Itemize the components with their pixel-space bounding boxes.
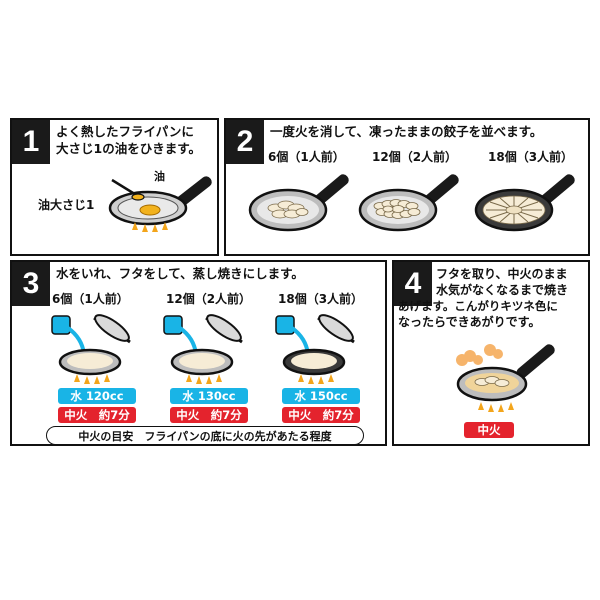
spoon-label: 油大さじ1 (38, 198, 95, 212)
step1-instruction-line2: 大さじ1の油をひきます。 (56, 141, 201, 156)
step2-number: 2 (226, 120, 264, 164)
step2-portion-12: 12個（2人前） (372, 150, 458, 164)
water-amount-badge-6: 水 120cc (58, 388, 136, 404)
steam-puffs (456, 344, 503, 366)
heat-time-badge-18: 中火 約7分 (282, 407, 360, 423)
water-cup-icon (275, 315, 295, 335)
step3-instruction: 水をいれ、フタをして、蒸し焼きにします。 (56, 266, 304, 281)
frying-pan-oil-illustration (108, 176, 212, 232)
finished-gyoza-pan (456, 344, 555, 412)
step2-panel: 2 一度火を消して、凍ったままの餃子を並べます。 6個（1人前） 12個（2人前… (224, 118, 590, 256)
water-amount-badge-18: 水 150cc (282, 388, 360, 404)
step4-instruction-line3: あげます。こんがりキツネ色に (398, 299, 558, 313)
step1-number: 1 (12, 120, 50, 164)
step3-number: 3 (12, 262, 50, 306)
step4-instruction-line4: なったらできあがりです。 (398, 315, 541, 329)
step1-instruction-line1: よく熱したフライパンに (56, 124, 194, 139)
step2-portion-6: 6個（1人前） (268, 150, 345, 164)
steam-pan-6 (51, 314, 131, 384)
lid-icon (205, 314, 243, 344)
heat-time-badge-12: 中火 約7分 (170, 407, 248, 423)
step4-heat-badge: 中火 (464, 422, 514, 438)
water-cup-icon (163, 315, 183, 335)
step3-portion-12: 12個（2人前） (166, 292, 252, 306)
oil-puddle (139, 204, 161, 216)
step4-instruction-line1: フタを取り、中火のまま (436, 267, 568, 281)
oil-label: 油 (154, 170, 165, 183)
steam-pan-12 (163, 314, 243, 384)
lid-icon (93, 314, 131, 344)
heat-time-badge-6: 中火 約7分 (58, 407, 136, 423)
flame-icons (132, 222, 168, 232)
step4-instruction-line2: 水気がなくなるまで焼き (436, 283, 569, 297)
pan-with-6-gyoza (248, 174, 349, 232)
pan-with-12-gyoza (358, 174, 459, 232)
water-cup-icon (51, 315, 71, 335)
water-amount-badge-12: 水 130cc (170, 388, 248, 404)
step3-portion-6: 6個（1人前） (52, 292, 129, 306)
step1-panel: 1 よく熱したフライパンに 大さじ1の油をひきます。 油 油大さじ1 (10, 118, 219, 256)
step4-panel: 4 フタを取り、中火のまま 水気がなくなるまで焼き あげます。こんがりキツネ色に… (392, 260, 590, 446)
step4-number: 4 (394, 262, 432, 306)
step3-portion-18: 18個（3人前） (278, 292, 364, 306)
step3-panel: 3 水をいれ、フタをして、蒸し焼きにします。 6個（1人前） 12個（2人前） … (10, 260, 387, 446)
step2-instruction: 一度火を消して、凍ったままの餃子を並べます。 (270, 124, 543, 139)
spoon (111, 178, 139, 198)
lid-icon (317, 314, 355, 344)
step2-portion-18: 18個（3人前） (488, 150, 574, 164)
pan-with-18-gyoza (474, 174, 575, 232)
steam-pan-18 (275, 314, 355, 384)
medium-heat-note: 中火の目安 フライパンの底に火の先があたる程度 (46, 426, 364, 445)
